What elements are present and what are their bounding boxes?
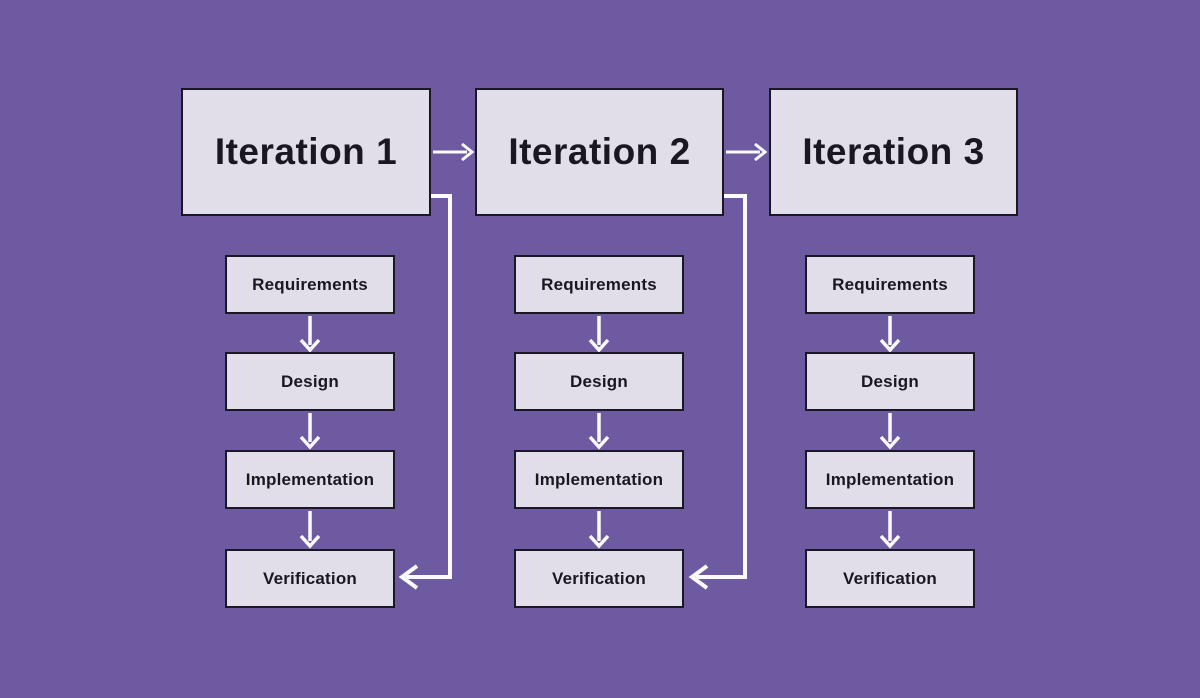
- phase-label: Requirements: [541, 274, 657, 294]
- phase-label: Design: [281, 371, 339, 391]
- iteration-3-header: Iteration 3: [769, 88, 1018, 216]
- iteration-1-label: Iteration 1: [214, 131, 398, 172]
- phase-box-verification-2: Verification: [514, 549, 684, 608]
- phase-box-implementation-1: Implementation: [225, 450, 395, 509]
- arrow-down-icon-col2: [588, 316, 610, 549]
- arrow-right-icon-iter2-to-iter3: [726, 142, 768, 162]
- iteration-1-header: Iteration 1: [181, 88, 431, 216]
- phase-label: Verification: [842, 568, 938, 588]
- phase-box-implementation-3: Implementation: [805, 450, 975, 509]
- arrow-down-icon-col3: [879, 316, 901, 549]
- phase-label: Implementation: [245, 469, 375, 489]
- phase-label: Requirements: [252, 274, 368, 294]
- iteration-2-header: Iteration 2: [475, 88, 724, 216]
- arrow-right-icon-iter1-to-iter2: [433, 142, 475, 162]
- phase-label: Verification: [262, 568, 358, 588]
- phase-box-design-2: Design: [514, 352, 684, 411]
- arrow-down-icon-col1: [299, 316, 321, 549]
- feedback-arrow-iteration1: [398, 194, 452, 590]
- phase-box-verification-3: Verification: [805, 549, 975, 608]
- phase-label: Design: [861, 371, 919, 391]
- iteration-3-label: Iteration 3: [802, 131, 985, 172]
- phase-box-requirements-3: Requirements: [805, 255, 975, 314]
- phase-label: Requirements: [832, 274, 948, 294]
- iteration-2-label: Iteration 2: [508, 131, 691, 172]
- phase-label: Verification: [551, 568, 647, 588]
- phase-box-implementation-2: Implementation: [514, 450, 684, 509]
- phase-box-requirements-1: Requirements: [225, 255, 395, 314]
- phase-box-design-1: Design: [225, 352, 395, 411]
- phase-label: Implementation: [825, 469, 955, 489]
- feedback-arrow-iteration2: [688, 194, 747, 590]
- phase-label: Design: [570, 371, 628, 391]
- phase-box-verification-1: Verification: [225, 549, 395, 608]
- phase-box-design-3: Design: [805, 352, 975, 411]
- phase-box-requirements-2: Requirements: [514, 255, 684, 314]
- phase-label: Implementation: [534, 469, 664, 489]
